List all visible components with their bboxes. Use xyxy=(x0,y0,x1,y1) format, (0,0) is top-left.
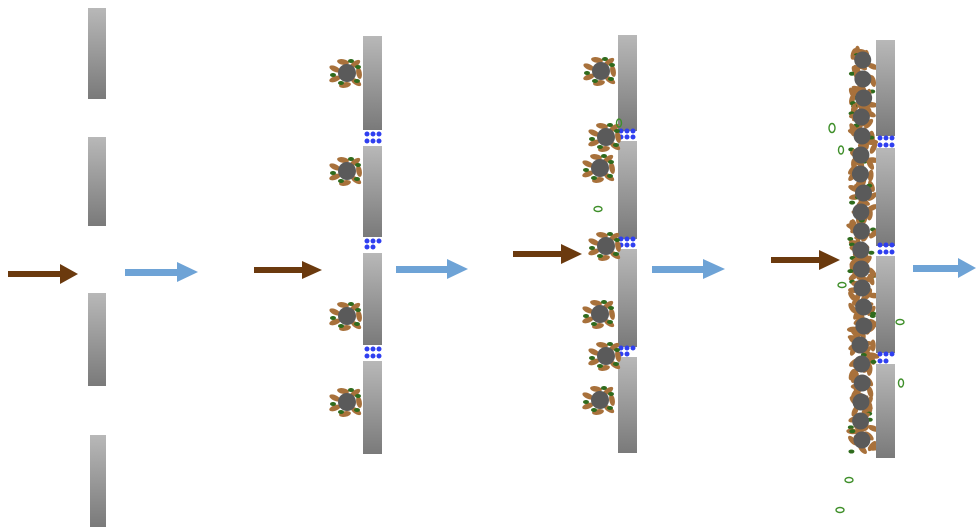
filter-bar xyxy=(363,253,382,345)
particle-cluster xyxy=(588,123,621,152)
particle-cluster xyxy=(329,59,362,88)
inflow-arrow xyxy=(771,250,840,270)
pore-plug xyxy=(364,131,382,144)
loose-particle xyxy=(837,145,845,155)
filter-bar xyxy=(90,435,106,527)
particle-cluster xyxy=(582,154,615,183)
particle-cluster xyxy=(329,388,362,417)
loose-particle xyxy=(895,318,905,326)
pore-plug xyxy=(877,242,895,255)
particle-cluster xyxy=(582,386,615,415)
filter-bar xyxy=(876,148,895,246)
stage-1 xyxy=(8,8,198,527)
stage-3 xyxy=(513,35,725,453)
pore-plug xyxy=(364,346,382,359)
pore-plug xyxy=(877,135,895,148)
loose-particle xyxy=(593,205,603,213)
outflow-arrow xyxy=(913,258,976,278)
filter-bar xyxy=(363,361,382,454)
outflow-arrow xyxy=(125,262,198,282)
particle-cluster xyxy=(583,57,616,86)
pore-plug xyxy=(618,345,636,357)
filter-bar xyxy=(88,137,106,226)
particle-cluster xyxy=(329,302,362,331)
particle-cluster xyxy=(582,300,615,329)
loose-particle xyxy=(844,476,854,484)
particle-cluster xyxy=(329,157,362,186)
filter-bar xyxy=(618,357,637,453)
pore-plug xyxy=(364,238,382,250)
filter-bar xyxy=(363,36,382,130)
outflow-arrow xyxy=(652,259,725,279)
pore-plug xyxy=(877,351,895,364)
inflow-arrow xyxy=(513,244,582,264)
loose-particle xyxy=(897,378,905,388)
loose-particle xyxy=(835,506,845,514)
filter-bar xyxy=(876,364,895,458)
loose-particle xyxy=(837,281,847,289)
filter-bar xyxy=(88,293,106,386)
filter-bar xyxy=(618,35,637,131)
loose-particle xyxy=(615,118,623,128)
pore-plug xyxy=(618,128,636,140)
filter-bar xyxy=(363,146,382,237)
stage-2 xyxy=(254,36,468,454)
filter-bar xyxy=(618,249,637,347)
filter-bar xyxy=(618,141,637,239)
particle-cluster xyxy=(588,232,621,261)
inflow-arrow xyxy=(8,264,78,284)
pore-plug xyxy=(618,236,636,248)
filter-bar xyxy=(876,40,895,136)
filter-bar xyxy=(88,8,106,99)
particle-cluster xyxy=(588,342,621,371)
cake-layer xyxy=(846,45,880,455)
outflow-arrow xyxy=(396,259,468,279)
inflow-arrow xyxy=(254,261,322,279)
loose-particle xyxy=(828,122,836,134)
stage-4 xyxy=(771,40,976,514)
filter-bar xyxy=(876,256,895,353)
